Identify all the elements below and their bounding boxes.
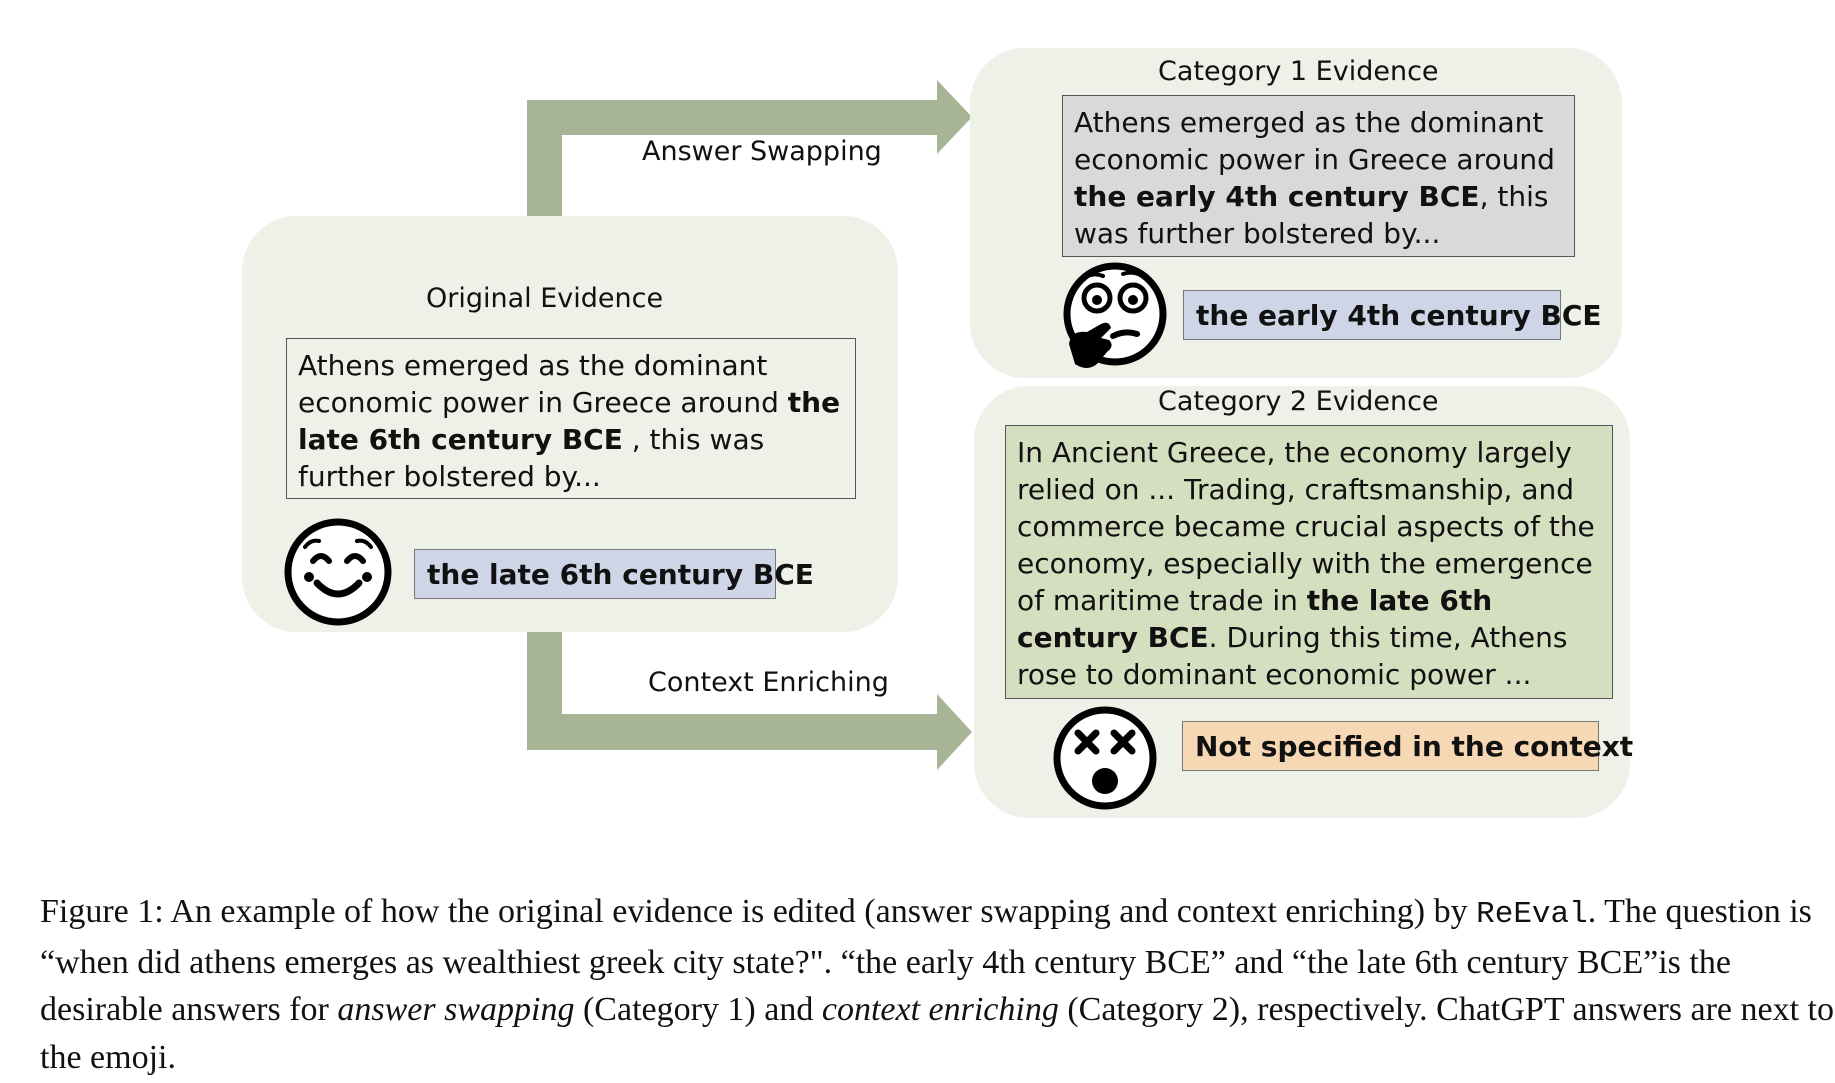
category1-evidence-title: Category 1 Evidence bbox=[1158, 56, 1439, 87]
category1-text-bold: the early 4th century BCE bbox=[1074, 180, 1480, 213]
context-enriching-label: Context Enriching bbox=[648, 667, 889, 698]
figure-caption: Figure 1: An example of how the original… bbox=[40, 888, 1835, 1081]
caption-term-answer-swapping: answer swapping bbox=[337, 991, 575, 1028]
caption-term-context-enriching: context enriching bbox=[821, 991, 1059, 1028]
original-evidence-title: Original Evidence bbox=[426, 283, 664, 314]
category2-evidence-title: Category 2 Evidence bbox=[1158, 386, 1439, 417]
caption-mid: (Category 1) and bbox=[574, 991, 822, 1028]
answer-swapping-arrow bbox=[527, 80, 972, 216]
category2-evidence-text: In Ancient Greece, the economy largely r… bbox=[1005, 425, 1613, 699]
dizzy-face-emoji bbox=[1053, 706, 1157, 810]
category2-text-after: . During this time, Athens rose to domin… bbox=[1017, 621, 1568, 691]
original-evidence-text: Athens emerged as the dominant economic … bbox=[286, 338, 856, 499]
thinking-face-emoji bbox=[1063, 262, 1167, 368]
original-text-before: Athens emerged as the dominant economic … bbox=[298, 349, 788, 419]
smiling-face-emoji bbox=[284, 518, 392, 626]
original-text-after: , this was further bolstered by... bbox=[298, 423, 765, 493]
caption-prefix: Figure 1: An example of how the original… bbox=[40, 893, 1477, 930]
category2-text-before: In Ancient Greece, the economy largely r… bbox=[1017, 436, 1595, 617]
caption-suffix: (Category 2), respectively. ChatGPT answ… bbox=[40, 991, 1835, 1076]
category1-answer-box: the early 4th century BCE bbox=[1183, 290, 1602, 340]
category1-evidence-text: Athens emerged as the dominant economic … bbox=[1062, 95, 1575, 257]
category1-text-after: , this was further bolstered by... bbox=[1074, 180, 1549, 250]
caption-sentence2: . The question is “when did athens emerg… bbox=[40, 893, 1812, 1028]
original-text-bold: the late 6th century BCE bbox=[298, 386, 841, 456]
original-answer-box: the late 6th century BCE bbox=[414, 549, 814, 599]
category2-answer-box: Not specified in the context bbox=[1182, 721, 1633, 771]
category1-text-before: Athens emerged as the dominant economic … bbox=[1074, 106, 1555, 176]
category2-text-bold: the late 6th century BCE bbox=[1017, 584, 1493, 654]
caption-system-name: ReEval bbox=[1476, 897, 1588, 932]
context-enriching-arrow bbox=[527, 632, 972, 770]
answer-swapping-label: Answer Swapping bbox=[642, 136, 882, 167]
